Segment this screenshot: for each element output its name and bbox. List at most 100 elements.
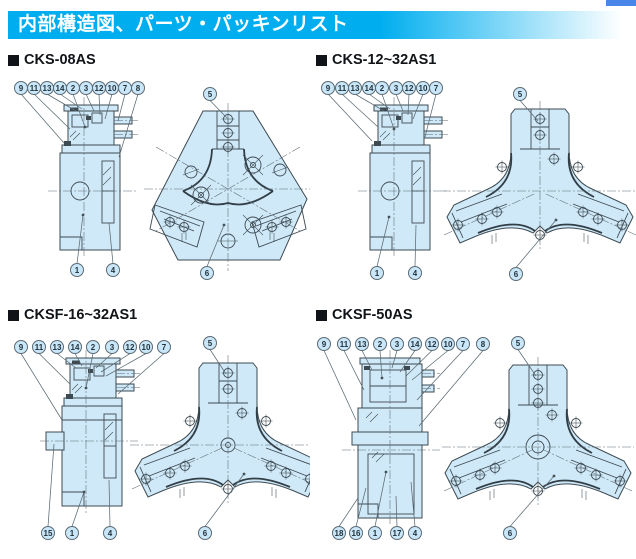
svg-text:13: 13 bbox=[53, 343, 62, 352]
section-title-text: CKS-08AS bbox=[24, 52, 96, 68]
callout: 4 bbox=[103, 479, 117, 540]
svg-text:3: 3 bbox=[110, 343, 115, 352]
callout: 3 bbox=[390, 337, 404, 369]
callout: 13 bbox=[355, 337, 373, 371]
svg-text:7: 7 bbox=[461, 340, 466, 349]
callout: 13 bbox=[40, 81, 77, 112]
front-view bbox=[442, 101, 636, 251]
svg-text:3: 3 bbox=[84, 84, 89, 93]
svg-text:6: 6 bbox=[203, 529, 208, 538]
cksf-16-32as1-diagram: 9 11 13 14 2 3 12 10 7 15 1 4 5 6 bbox=[14, 336, 310, 540]
callout: 18 bbox=[332, 497, 359, 540]
callout: 4 bbox=[408, 481, 422, 540]
svg-text:1: 1 bbox=[75, 266, 80, 275]
page-title: 内部構造図、パーツ・パッキンリスト bbox=[8, 11, 628, 39]
cks-12-32as1-diagram: 9 11 13 14 2 3 12 10 7 1 4 5 6 bbox=[321, 81, 636, 281]
callout: 7 bbox=[424, 81, 443, 138]
svg-text:14: 14 bbox=[365, 84, 374, 93]
callout: 1 bbox=[370, 215, 391, 280]
callout: 6 bbox=[200, 223, 226, 280]
svg-text:7: 7 bbox=[434, 84, 439, 93]
svg-text:1: 1 bbox=[375, 269, 380, 278]
section-title-text: CKSF-50AS bbox=[332, 307, 413, 323]
svg-text:3: 3 bbox=[394, 84, 399, 93]
svg-text:12: 12 bbox=[95, 84, 104, 93]
svg-text:7: 7 bbox=[123, 84, 128, 93]
section-cks-12-32as1: CKS-12~32AS1 bbox=[316, 52, 636, 305]
svg-text:9: 9 bbox=[322, 340, 327, 349]
callout: 15 bbox=[41, 443, 55, 540]
svg-text:10: 10 bbox=[108, 84, 117, 93]
section-title: CKS-08AS bbox=[8, 52, 310, 68]
section-bullet-icon bbox=[8, 309, 19, 321]
svg-text:10: 10 bbox=[444, 340, 453, 349]
callout: 4 bbox=[106, 222, 120, 277]
svg-text:13: 13 bbox=[358, 340, 367, 349]
section-cksf-16-32as1: CKSF-16~32AS1 bbox=[8, 307, 310, 559]
svg-text:14: 14 bbox=[71, 343, 80, 352]
svg-text:12: 12 bbox=[126, 343, 135, 352]
svg-text:4: 4 bbox=[413, 269, 418, 278]
callout: 11 bbox=[32, 340, 71, 385]
svg-text:8: 8 bbox=[136, 84, 141, 93]
callout: 12 bbox=[402, 81, 416, 116]
callout: 14 bbox=[399, 337, 422, 373]
section-cksf-50as: CKSF-50AS bbox=[316, 307, 636, 559]
callout: 8 bbox=[418, 337, 490, 427]
section-title: CKS-12~32AS1 bbox=[316, 52, 636, 68]
svg-text:10: 10 bbox=[142, 343, 151, 352]
callout: 5 bbox=[203, 87, 228, 119]
callout: 12 bbox=[405, 337, 439, 377]
section-title: CKSF-16~32AS1 bbox=[8, 307, 310, 323]
svg-text:16: 16 bbox=[352, 529, 361, 538]
callout: 6 bbox=[503, 474, 556, 540]
callout: 2 bbox=[375, 81, 396, 131]
callout: 4 bbox=[408, 224, 422, 280]
callout: 16 bbox=[349, 487, 367, 540]
front-view bbox=[144, 103, 310, 271]
svg-text:17: 17 bbox=[393, 529, 402, 538]
callout: 14 bbox=[68, 340, 83, 367]
callout: 10 bbox=[411, 337, 455, 381]
cksf-50as-diagram: 9 11 13 2 3 14 12 10 7 8 18 16 1 17 4 5 … bbox=[317, 336, 634, 540]
svg-text:9: 9 bbox=[19, 343, 24, 352]
svg-text:2: 2 bbox=[378, 340, 383, 349]
svg-text:8: 8 bbox=[481, 340, 486, 349]
callout: 5 bbox=[511, 336, 537, 377]
svg-text:4: 4 bbox=[111, 266, 116, 275]
callout: 1 bbox=[70, 213, 85, 277]
callout: 2 bbox=[84, 340, 100, 390]
svg-text:18: 18 bbox=[335, 529, 344, 538]
svg-text:14: 14 bbox=[411, 340, 420, 349]
callout: 11 bbox=[27, 81, 71, 130]
svg-text:5: 5 bbox=[208, 339, 213, 348]
svg-text:2: 2 bbox=[71, 84, 76, 93]
callout: 13 bbox=[348, 81, 385, 112]
side-view bbox=[358, 97, 450, 258]
side-view bbox=[40, 350, 142, 514]
front-view bbox=[442, 357, 634, 507]
callout: 14 bbox=[53, 81, 83, 110]
callout: 11 bbox=[337, 337, 365, 391]
side-view bbox=[342, 350, 440, 526]
svg-text:12: 12 bbox=[405, 84, 414, 93]
svg-text:11: 11 bbox=[338, 84, 347, 93]
section-bullet-icon bbox=[316, 309, 327, 321]
svg-text:5: 5 bbox=[518, 90, 523, 99]
section-bullet-icon bbox=[316, 54, 327, 66]
callout: 3 bbox=[95, 340, 119, 369]
svg-text:11: 11 bbox=[35, 343, 44, 352]
svg-text:4: 4 bbox=[413, 529, 418, 538]
callout: 7 bbox=[117, 81, 132, 122]
section-title: CKSF-50AS bbox=[316, 307, 636, 323]
svg-text:12: 12 bbox=[428, 340, 437, 349]
svg-text:6: 6 bbox=[514, 270, 519, 279]
callout: 12 bbox=[100, 340, 137, 373]
callout: 7 bbox=[416, 337, 470, 401]
svg-text:1: 1 bbox=[373, 529, 378, 538]
callout: 6 bbox=[198, 472, 246, 540]
callout: 2 bbox=[373, 337, 387, 380]
svg-text:11: 11 bbox=[340, 340, 349, 349]
section-bullet-icon bbox=[8, 54, 19, 66]
callout: 9 bbox=[14, 340, 63, 421]
